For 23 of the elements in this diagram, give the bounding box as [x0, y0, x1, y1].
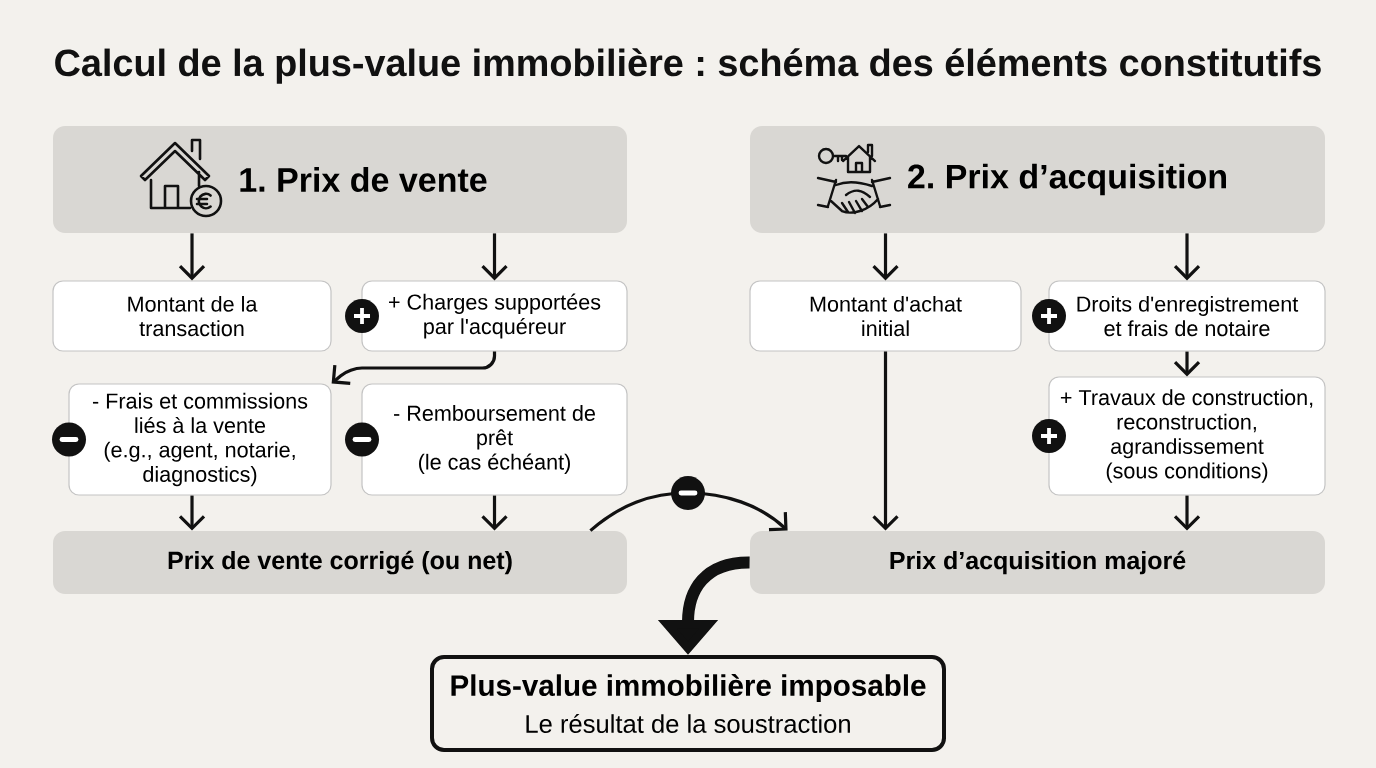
arrow	[481, 495, 508, 531]
text-box: Droits d'enregistrement et frais de notaire	[1048, 280, 1326, 352]
arrow	[481, 233, 508, 281]
text-box: + Travaux de construction, reconstruction, agrandissement (sous conditions)	[1048, 376, 1326, 496]
arrow	[178, 495, 206, 531]
result-box: Plus-value immobilière imposable Le résultat de la soustraction	[430, 655, 946, 752]
text-box: Montant de la transaction	[52, 280, 332, 352]
arrow	[1173, 233, 1201, 281]
arrow	[872, 233, 899, 281]
subtotal-band: Prix de vente corrigé (ou net)	[53, 531, 627, 594]
bent-arrow	[331, 351, 497, 386]
text-box: + Charges supportées par l'acquéreur	[361, 280, 628, 352]
text-box: - Remboursement de prêt (le cas échéant)	[361, 383, 628, 496]
subtotal-band: Prix d’acquisition majoré	[750, 531, 1325, 594]
arrow	[178, 233, 206, 281]
text-box: - Frais et commissions liés à la vente (e.g., agent, notarie, diagnostics)	[68, 383, 332, 496]
title: Calcul de la plus-value immobilière : schéma des éléments constitutifs	[55, 48, 1321, 84]
header-band: 1. Prix de vente	[53, 126, 627, 233]
text-box: Montant d'achat initial	[749, 280, 1022, 352]
arrow	[1173, 495, 1201, 531]
curved-arrow	[589, 491, 788, 532]
header-band: 2. Prix d’acquisition	[750, 126, 1325, 233]
arrow	[872, 351, 899, 531]
